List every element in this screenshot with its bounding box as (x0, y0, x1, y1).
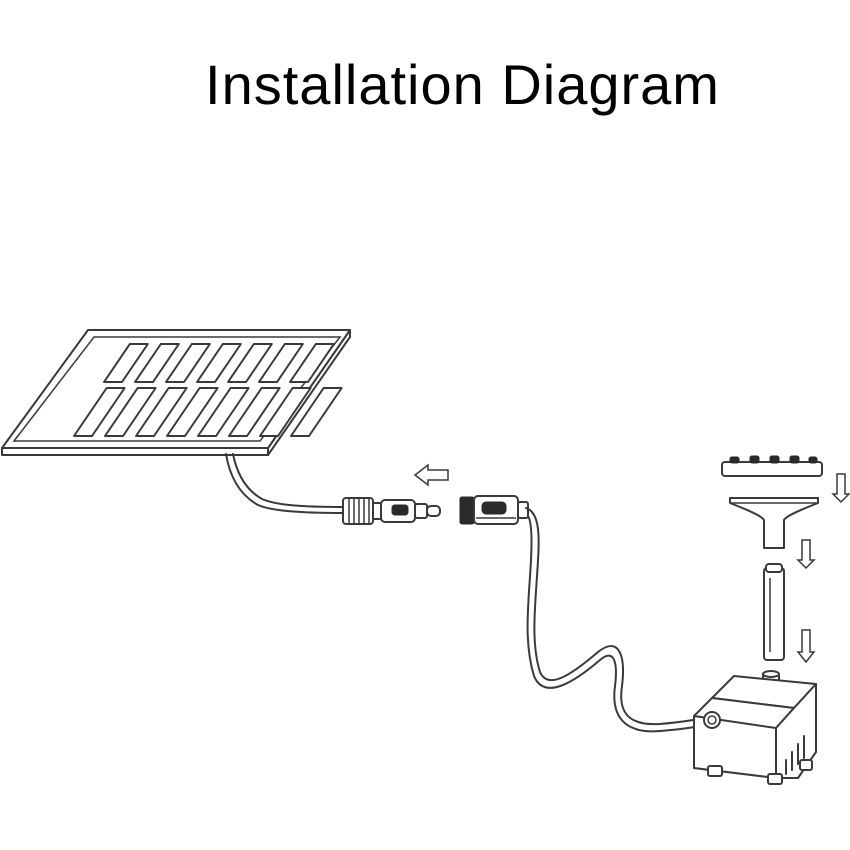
pump-cable-inner (526, 515, 715, 733)
assembly-arrow-2 (796, 539, 816, 570)
solar-cell-slot (289, 343, 335, 383)
connect-arrow (413, 463, 449, 487)
page-title: Installation Diagram (205, 53, 720, 116)
solar-cells (73, 343, 343, 437)
solar-cell-slot (73, 387, 126, 437)
solar-cell-slot (196, 343, 242, 383)
nozzle-icon (721, 455, 823, 477)
solar-cell-slot (227, 343, 273, 383)
solar-cell-slot (258, 343, 304, 383)
solar-cell-slot (135, 387, 188, 437)
tube-icon (763, 563, 785, 661)
solar-cell-slot (228, 387, 281, 437)
solar-cell-slot (259, 387, 312, 437)
plug-icon (342, 497, 441, 525)
solar-cell-slot (134, 343, 180, 383)
funnel-icon (729, 497, 819, 549)
pump-cable (525, 507, 713, 726)
panel-cable-inner (232, 453, 346, 508)
socket-icon (459, 495, 529, 525)
pump-icon (693, 670, 817, 785)
solar-panel-icon (1, 329, 351, 456)
assembly-arrow-1 (831, 473, 850, 504)
solar-cell-slot (290, 387, 343, 437)
solar-cell-slot (103, 343, 149, 383)
solar-cell-slot (166, 387, 219, 437)
panel-cable (225, 453, 346, 514)
assembly-arrow-3 (796, 629, 816, 664)
solar-cell-slot (197, 387, 250, 437)
solar-cell-slot (165, 343, 211, 383)
solar-cell-slot (104, 387, 157, 437)
